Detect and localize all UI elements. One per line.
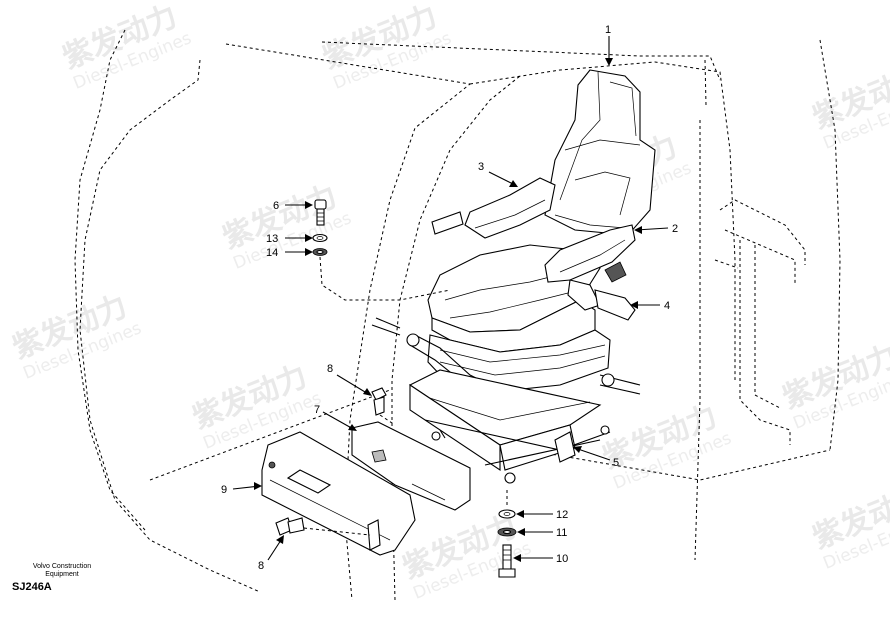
caption-company: Volvo Construction Equipment [12, 563, 112, 579]
callout-12: 12 [556, 509, 568, 521]
drawing-code: SJ246A [12, 581, 52, 593]
bolt-8-lower [275, 517, 305, 536]
callout-8-upper: 8 [327, 363, 333, 375]
callout-labels: 1 2 3 4 5 6 7 8 8 9 10 11 12 13 14 [221, 24, 678, 572]
cab-outline [74, 29, 841, 601]
callout-5: 5 [613, 457, 619, 469]
callout-10: 10 [556, 553, 568, 565]
caption-company-line2: Equipment [45, 571, 79, 578]
assembly-lines [303, 256, 508, 536]
callout-7: 7 [314, 404, 320, 416]
callout-13: 13 [266, 233, 278, 245]
washer-12 [498, 509, 516, 519]
bolt-8-upper [371, 387, 387, 416]
callout-4: 4 [664, 300, 670, 312]
callout-6: 6 [273, 200, 279, 212]
caption-company-line1: Volvo Construction [32, 563, 92, 570]
lower-cover [261, 431, 416, 556]
callout-1: 1 [605, 24, 611, 36]
bolt-10 [498, 544, 516, 578]
right-armrest [544, 224, 636, 321]
seat-base-rails [408, 369, 611, 484]
left-armrest [431, 177, 556, 239]
seat-backrest [544, 69, 656, 236]
callout-8-lower: 8 [258, 560, 264, 572]
callout-14: 14 [266, 247, 278, 259]
callout-9: 9 [221, 484, 227, 496]
washer-11 [497, 527, 517, 537]
callout-3: 3 [478, 161, 484, 173]
leader-lines [232, 36, 669, 562]
bolt-6 [314, 199, 327, 226]
callout-2: 2 [672, 223, 678, 235]
cover-plate [351, 421, 471, 511]
washer-14 [312, 248, 328, 256]
washer-13 [312, 233, 328, 243]
callout-11: 11 [556, 527, 567, 539]
